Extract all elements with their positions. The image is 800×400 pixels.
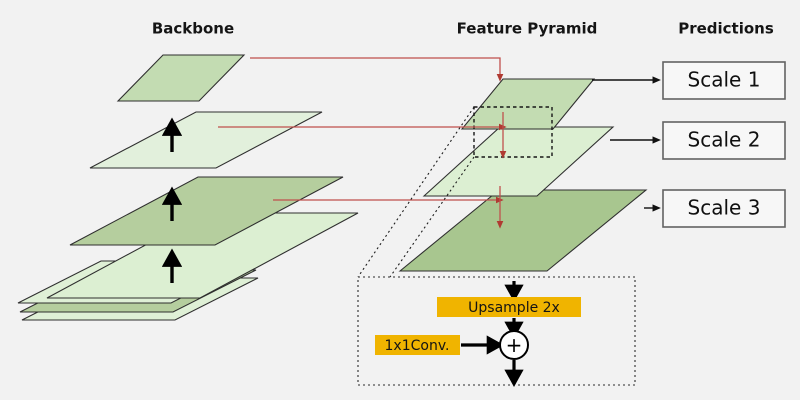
merge-detail-panel: Upsample 2x 1x1Conv. + xyxy=(357,276,636,387)
title-feature-pyramid: Feature Pyramid xyxy=(457,20,598,38)
callout-guides xyxy=(357,106,475,278)
conv-box[interactable]: 1x1Conv. xyxy=(375,335,460,355)
pyramid-layer-2 xyxy=(422,126,615,197)
prediction-box-2[interactable]: Scale 2 xyxy=(662,121,786,160)
upsample-label: Upsample 2x xyxy=(468,300,560,316)
backbone-layer-1 xyxy=(116,54,246,102)
merge-symbol: + xyxy=(506,333,523,357)
prediction-label-3: Scale 3 xyxy=(688,196,761,220)
detail-panel-border xyxy=(357,276,636,386)
plus-circle-icon: + xyxy=(499,330,529,360)
pyramid-layer-1 xyxy=(460,78,596,130)
pyramid-layer-3 xyxy=(398,189,648,272)
feature-pyramid-stack xyxy=(398,78,648,272)
prediction-arrows xyxy=(592,76,661,212)
conv-label: 1x1Conv. xyxy=(385,338,450,354)
title-predictions: Predictions xyxy=(678,20,774,38)
backbone-layer-3 xyxy=(69,176,344,246)
callout-source-region xyxy=(473,106,553,158)
prediction-label-2: Scale 2 xyxy=(688,128,761,152)
prediction-label-1: Scale 1 xyxy=(688,68,761,92)
backbone-stack xyxy=(17,54,359,321)
lateral-connection-1 xyxy=(250,57,504,82)
upsample-box[interactable]: Upsample 2x xyxy=(437,297,581,317)
title-backbone: Backbone xyxy=(152,20,234,38)
prediction-box-1[interactable]: Scale 1 xyxy=(662,61,786,100)
backbone-layer-2 xyxy=(89,111,323,169)
callout-line-left xyxy=(357,106,475,278)
prediction-box-3[interactable]: Scale 3 xyxy=(662,189,786,228)
lateral-connections xyxy=(218,57,507,229)
